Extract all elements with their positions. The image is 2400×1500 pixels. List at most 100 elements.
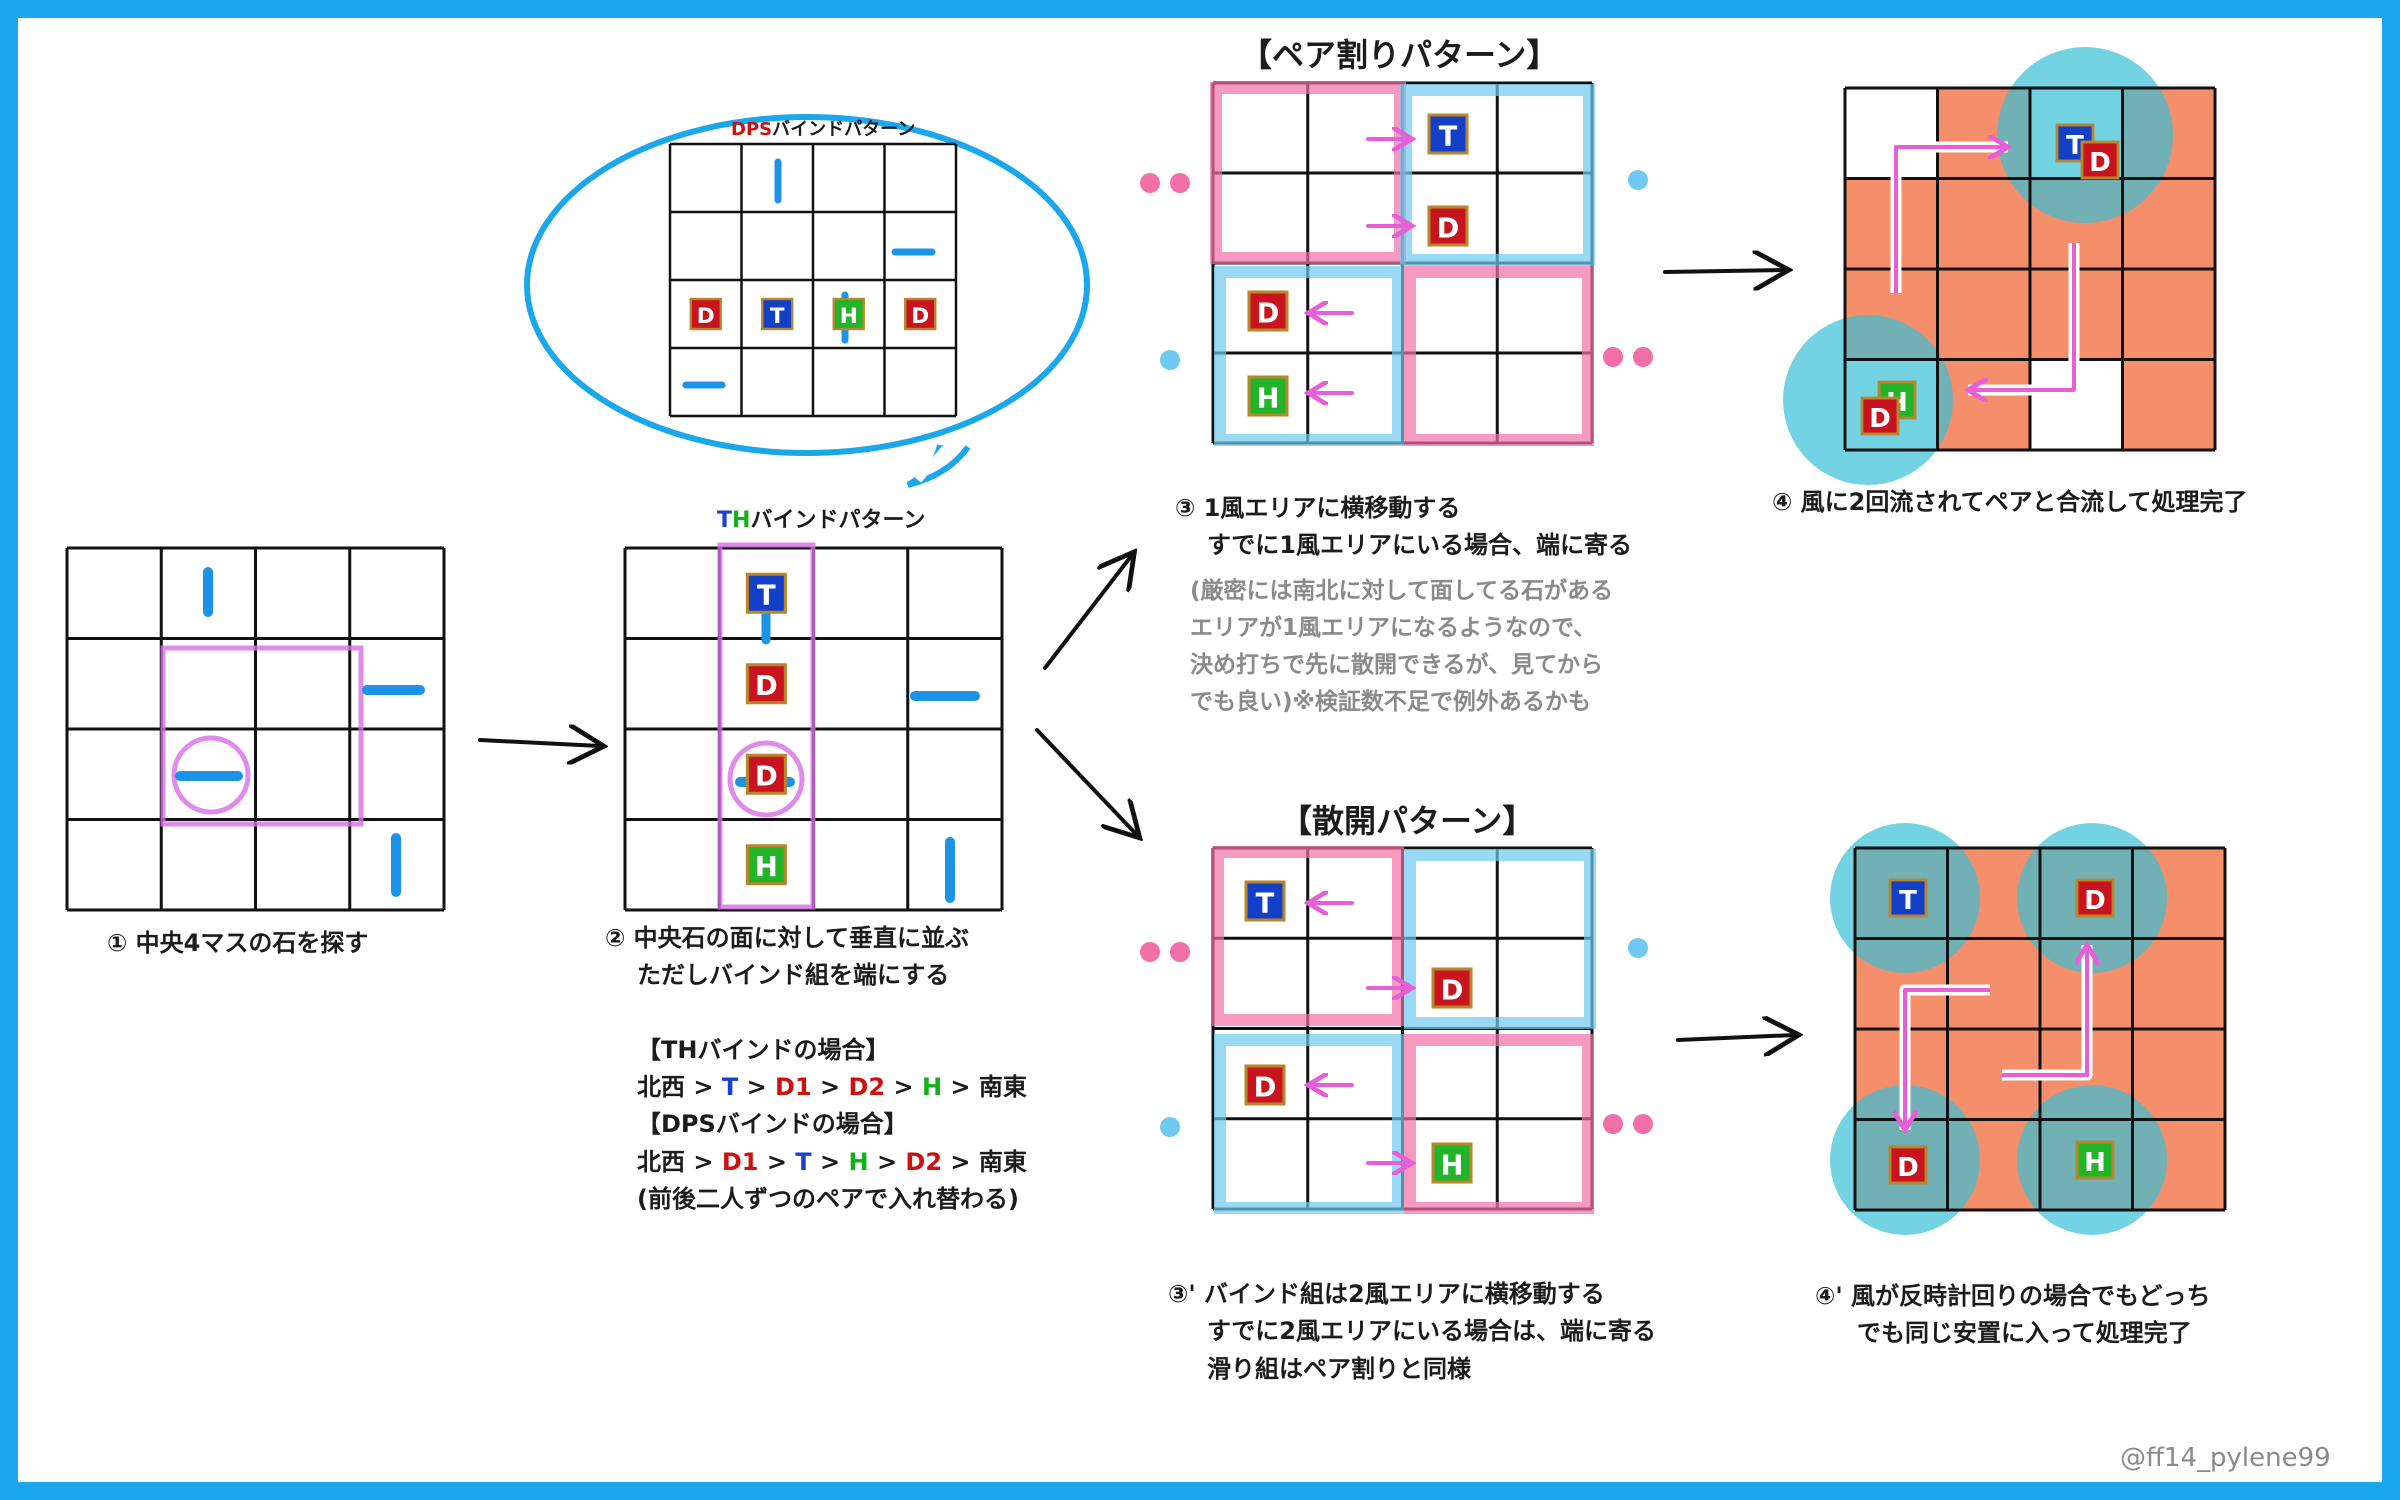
credit: @ff14_pylene99 — [2120, 1443, 2331, 1473]
result-spread-marker-d1-letter: D — [2084, 886, 2106, 916]
spread-dot — [1140, 942, 1160, 962]
pair-title: 【ペア割りパターン】 — [1240, 36, 1559, 74]
sep: > — [746, 1073, 767, 1101]
dps-order-3: D2 — [905, 1148, 943, 1176]
spread-dot — [1628, 938, 1648, 958]
arrow-to-result-pair — [1663, 270, 1785, 272]
result-spread-marker-h-box — [2075, 1140, 2115, 1180]
pair-marker-h-box — [1247, 375, 1289, 417]
spread-region-sw — [1214, 1034, 1404, 1214]
th-order: 北西 > T > D1 > D2 > H > 南東 — [637, 1073, 1027, 1102]
step2-marker-3-box — [745, 844, 787, 886]
spread-region-nw — [1212, 846, 1404, 1026]
th-header: 【THバインドの場合】 — [637, 1036, 890, 1064]
bubble-title-rest: バインドパターン — [772, 119, 916, 140]
sep: > — [820, 1148, 841, 1176]
pair-marker-d2-box — [1247, 290, 1289, 332]
pair-marker-d1-letter: D — [1437, 213, 1460, 244]
result-pair-caption: ④ 風に2回流されてペアと合流して処理完了 — [1772, 488, 2248, 516]
step2-title: THバインドパターン — [717, 508, 925, 534]
spread-marker-h-box — [1431, 1142, 1473, 1184]
step2-caption-line2: ただしバインド組を端にする — [637, 961, 950, 989]
result-pair-orange-cell — [1937, 359, 2030, 450]
dps-order-1: T — [795, 1148, 812, 1176]
result-pair-orange-cell — [1937, 269, 2030, 360]
dps-header: 【DPSバインドの場合】 — [637, 1110, 908, 1138]
result-pair-marker-d2-letter: D — [1869, 404, 1891, 434]
pair-dot — [1628, 170, 1648, 190]
spread-caption-line3: 滑り組はペア割りと同様 — [1207, 1355, 1471, 1383]
result-pair-orange-cell — [2122, 359, 2215, 450]
speech-bubble — [524, 114, 1090, 456]
pair-region-ne — [1400, 84, 1595, 266]
pair-dot — [1140, 173, 1160, 193]
result-spread-marker-h-letter: H — [2084, 1148, 2106, 1178]
bubble-marker-1-letter: T — [770, 304, 785, 329]
result-spread-marker-d1-box — [2075, 878, 2115, 918]
bubble-marker-3-letter: D — [911, 304, 929, 329]
spread-dot — [1633, 1114, 1653, 1134]
result-spread-path — [2002, 945, 2087, 1077]
step2-marker-0-letter: T — [757, 581, 776, 612]
spread-marker-t-box — [1244, 880, 1286, 922]
dps-order-end: 南東 — [978, 1148, 1027, 1176]
pair-region-sw — [1214, 266, 1404, 446]
result-pair-path — [1894, 147, 2008, 293]
dps-order-start: 北西 — [637, 1148, 685, 1176]
th-order-2: D2 — [848, 1073, 886, 1101]
step2-marker-3-letter: H — [755, 852, 778, 883]
result-pair-path — [1968, 243, 2076, 390]
sep: > — [950, 1073, 971, 1101]
spread-marker-d1-letter: D — [1441, 975, 1464, 1006]
result-spread-orange-cell — [2132, 1029, 2225, 1120]
step1-caption: ① 中央4マスの石を探す — [107, 929, 369, 957]
pair-dot — [1170, 173, 1190, 193]
pair-note-line3: でも良い)※検証数不足で例外あるかも — [1190, 689, 1591, 715]
arrow-step1-step2 — [478, 740, 600, 746]
arrow-to-pair — [1043, 555, 1132, 670]
result-spread-marker-d2-letter: D — [1897, 1153, 1919, 1183]
result-spread-caption-line1: ④' 風が反時計回りの場合でもどっち — [1815, 1282, 2211, 1310]
sep: > — [693, 1073, 714, 1101]
pair-note-line2: 決め打ちで先に散開できるが、見てから — [1190, 652, 1604, 678]
step1-center-box — [160, 645, 364, 827]
step2-title-rest: バインドパターン — [750, 508, 926, 533]
step2-marker-2-box — [745, 753, 787, 795]
spread-marker-d2-letter: D — [1254, 1072, 1277, 1103]
pair-marker-t-box — [1427, 113, 1469, 155]
result-pair-orange-cell — [2122, 269, 2215, 360]
th-order-end: 南東 — [978, 1073, 1027, 1101]
result-spread-marker-t-box — [1888, 878, 1928, 918]
pair-marker-t-letter: T — [1439, 121, 1458, 152]
result-spread-grid — [1853, 846, 2227, 1212]
bubble-marker-2-letter: H — [840, 304, 858, 329]
step2-column-box — [717, 542, 816, 910]
step1-grid — [65, 546, 446, 912]
step2-marker-0-box — [745, 572, 787, 614]
pair-note-line0: (厳密には南北に対して面してる石がある — [1190, 578, 1614, 604]
spread-region-se — [1404, 1034, 1594, 1214]
arrow-to-spread — [1035, 728, 1137, 835]
bubble-tail-mask — [914, 446, 949, 483]
spread-title: 【散開パターン】 — [1280, 802, 1535, 840]
step2-marker-1-letter: D — [755, 671, 778, 702]
result-pair-marker-d2-box — [1860, 396, 1900, 436]
pair-note-line1: エリアが1風エリアになるようなので、 — [1190, 615, 1597, 641]
step2-center-circle — [727, 740, 805, 818]
th-order-3: H — [921, 1073, 943, 1101]
result-pair-marker-t-letter: T — [2066, 131, 2084, 161]
step2-title-t: T — [717, 508, 733, 533]
spread-marker-d1-box — [1431, 967, 1473, 1009]
result-spread-marker-d2-box — [1888, 1145, 1928, 1185]
sep: > — [950, 1148, 971, 1176]
pair-caption-line1: ③ 1風エリアに横移動する — [1175, 494, 1461, 522]
step2-marker-2-letter: D — [755, 762, 778, 793]
bubble-title-colored: DPS — [731, 119, 773, 140]
result-pair-marker-d1-box — [2080, 140, 2120, 180]
result-spread-marker-t-letter: T — [1899, 886, 1917, 916]
arrow-to-result-spread — [1676, 1035, 1795, 1040]
result-spread-caption-line2: でも同じ安置に入って処理完了 — [1857, 1319, 2192, 1347]
spread-marker-d2-box — [1244, 1064, 1286, 1106]
sep: > — [893, 1073, 914, 1101]
